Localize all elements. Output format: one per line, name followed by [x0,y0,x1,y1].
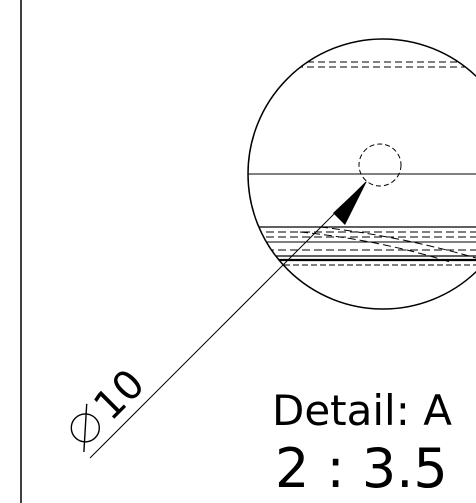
detail-geometry [248,61,476,266]
detail-scale: 2 : 3.5 [275,437,448,500]
arrowhead [333,181,367,225]
detail-label: Detail: A [272,386,452,435]
hole-circle [358,143,402,187]
diameter-symbol-slash [83,403,88,452]
diameter-symbol-icon [70,413,101,443]
leader-line [89,181,367,459]
